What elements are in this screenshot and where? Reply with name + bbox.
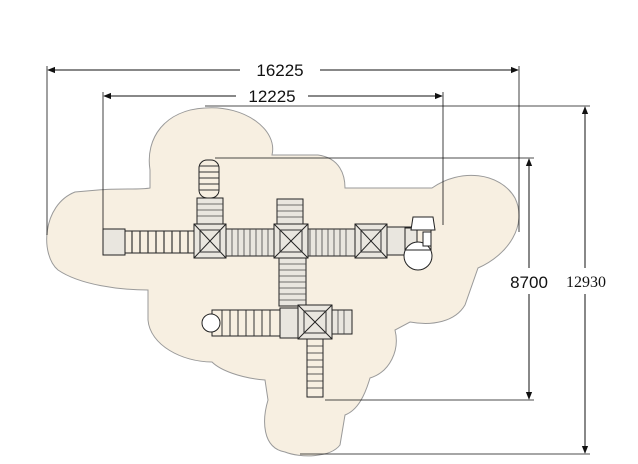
lower-right-step	[331, 309, 353, 335]
lower-ladder	[306, 338, 324, 398]
dimension-label-12930: 12930	[566, 274, 606, 291]
upper-spiral-slide	[196, 159, 224, 225]
dimension-inner-depth: 8700	[215, 157, 548, 401]
tower-deck-lower	[297, 304, 333, 340]
dimension-label-16225: 16225	[256, 61, 303, 80]
tower-deck-left	[193, 223, 227, 259]
dimension-inner-width: 12225	[102, 87, 444, 230]
dimension-label-8700: 8700	[510, 273, 548, 292]
tower-deck-right	[354, 223, 388, 259]
vertical-walkway	[278, 257, 307, 307]
lower-tube-slide	[201, 307, 299, 339]
center-ladder	[276, 198, 304, 225]
tower-deck-center	[273, 223, 309, 259]
dimension-overall-width: 16225	[46, 61, 520, 235]
right-slide	[386, 216, 436, 271]
dimension-overall-depth: 12930	[205, 105, 606, 455]
dimension-label-12225: 12225	[248, 87, 295, 106]
